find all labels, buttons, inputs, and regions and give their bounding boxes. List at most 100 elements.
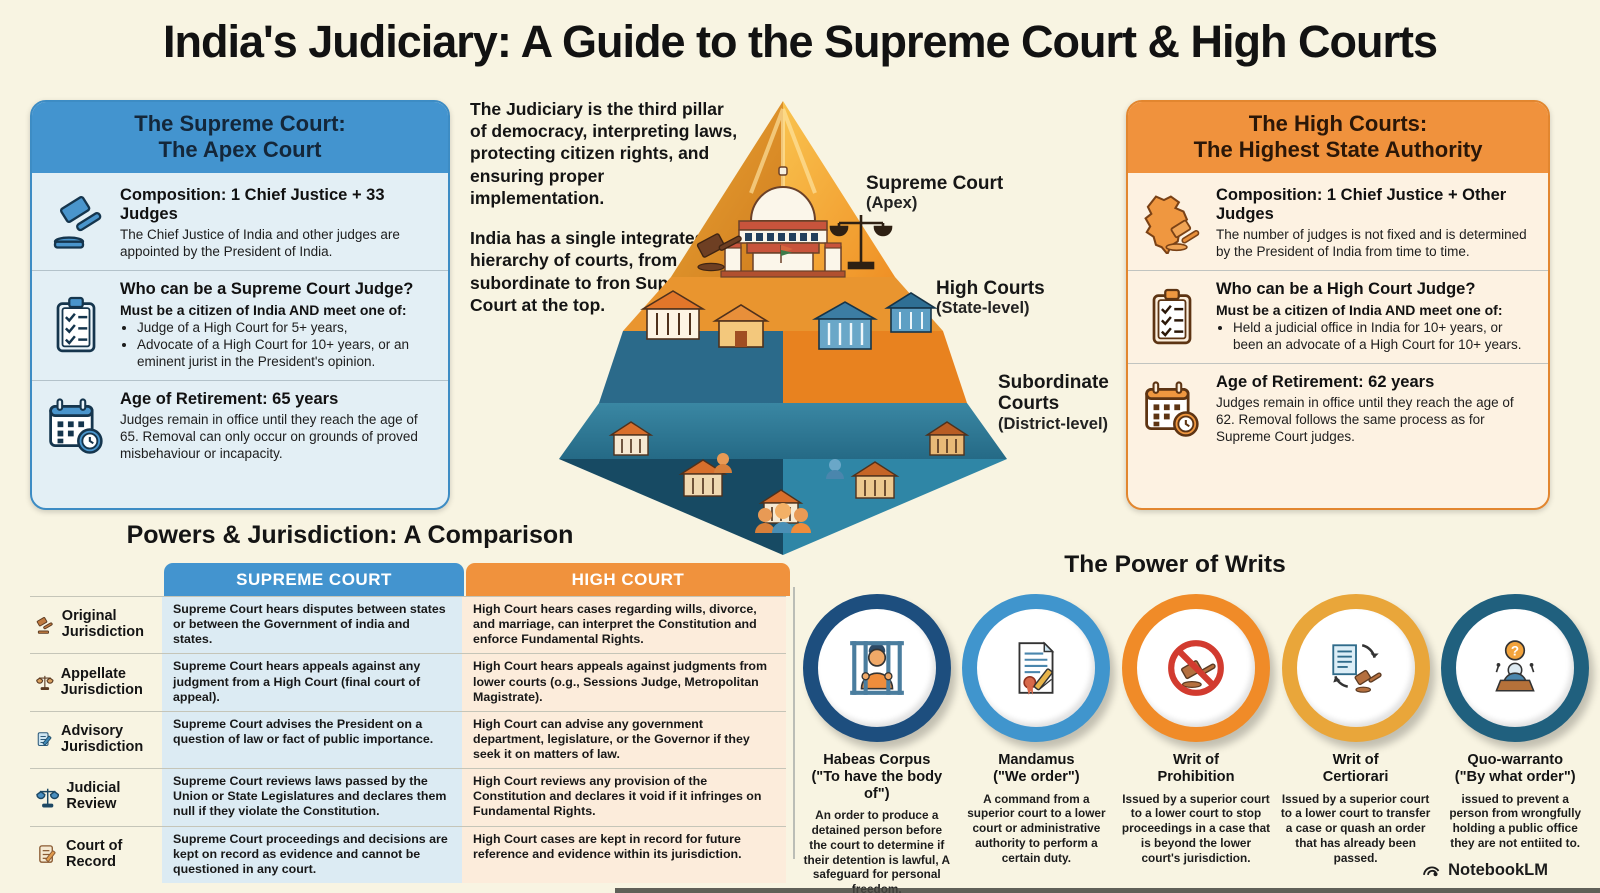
- level-sublabel: (Apex): [866, 194, 918, 213]
- bottom-edge-line: [615, 888, 1600, 893]
- section-heading: Who can be a Supreme Court Judge?: [120, 279, 414, 298]
- supreme-panel-body: Composition: 1 Chief Justice + 33 Judges…: [32, 173, 448, 476]
- writ-title: Writ of Certiorari: [1322, 752, 1389, 785]
- writ-title: Quo-warranto ("By what order"): [1454, 752, 1576, 785]
- high-cell: High Court hears appeals against judgmen…: [462, 654, 786, 711]
- intro-text: The Judiciary is the third pillar of dem…: [470, 98, 738, 334]
- supreme-court-panel: The Supreme Court: The Apex Court Compos…: [30, 100, 450, 510]
- supreme-eligibility-section: Who can be a Supreme Court Judge? Must b…: [32, 269, 448, 380]
- brand-text: NotebookLM: [1448, 861, 1548, 879]
- pyramid-label-subordinate-courts: Subordinate Courts (District-level): [998, 372, 1116, 433]
- comparison-header-row: SUPREME COURT HIGH COURT: [30, 563, 790, 596]
- table-row: Appellate Jurisdiction Supreme Court hea…: [30, 653, 786, 711]
- intro-paragraph-2: India has a single integrated hierarchy …: [470, 228, 712, 315]
- podium-question-icon: ?: [1495, 640, 1535, 692]
- writ-circle: [962, 594, 1111, 742]
- judiciary-pyramid-illustration: [545, 93, 1020, 561]
- high-cell: High Court can advise any government dep…: [462, 711, 786, 769]
- eligibility-bullets: Judge of a High Court for 5+ years, Advo…: [137, 320, 433, 371]
- writ-description: issued to prevent a person from wrongful…: [1449, 791, 1582, 850]
- table-row: Court of Record Supreme Court proceeding…: [30, 825, 786, 883]
- row-label-appellate-jurisdiction: Appellate Jurisdiction: [30, 654, 162, 710]
- row-label-judicial-review: Judicial Review: [30, 769, 162, 825]
- row-label-text: Advisory Jurisdiction: [61, 723, 144, 755]
- sealed-document-icon: [1018, 641, 1055, 695]
- high-court-column-header: HIGH COURT: [466, 563, 790, 596]
- high-panel-body: Composition: 1 Chief Justice + Other Jud…: [1128, 173, 1548, 459]
- writ-title: Habeas Corpus ("To have the body of"): [811, 752, 943, 802]
- bullet-item: Held a judicial office in India for 10+ …: [1233, 320, 1533, 354]
- gavel-silhouette-icon: [696, 233, 742, 272]
- writ-circle: [1281, 594, 1430, 742]
- notebooklm-brand: NotebookLM: [1421, 860, 1548, 881]
- high-cell: High Court hears cases regarding wills, …: [462, 597, 786, 654]
- row-label-text: Appellate Jurisdiction: [60, 665, 143, 698]
- level-label: Supreme Court: [866, 173, 1004, 194]
- section-heading: Age of Retirement: 65 years: [120, 389, 339, 408]
- supreme-cell: Supreme Court proceedings and decisions …: [162, 826, 462, 883]
- writ-card-habeas-corpus: Habeas Corpus ("To have the body of") An…: [802, 594, 952, 893]
- high-retirement-text: Age of Retirement: 62 years Judges remai…: [1216, 373, 1533, 446]
- level-label: High Courts: [936, 278, 1045, 299]
- calendar-clock-icon: [1141, 380, 1203, 438]
- comparison-heading: Powers & Jurisdiction: A Comparison: [126, 521, 574, 549]
- section-heading: Composition: 1 Chief Justice + Other Jud…: [1216, 185, 1507, 223]
- supreme-cell: Supreme Court hears appeals against any …: [162, 654, 462, 711]
- level-sublabel: (District-level): [998, 414, 1109, 433]
- high-cell: High Court reviews any provision of the …: [462, 769, 786, 826]
- header-spacer: [30, 563, 162, 596]
- row-label-text: Original Jurisdiction: [61, 608, 144, 641]
- writ-description: Issued by a superior court to a lower co…: [1280, 791, 1431, 865]
- row-label-original-jurisdiction: Original Jurisdiction: [30, 597, 162, 653]
- supreme-composition-text: Composition: 1 Chief Justice + 33 Judges…: [120, 186, 433, 261]
- question-mark-glyph: ?: [1511, 644, 1519, 659]
- writs-grid: Habeas Corpus ("To have the body of") An…: [802, 594, 1590, 893]
- transfer-document-icon: [1331, 644, 1382, 693]
- writ-title: Mandamus ("We order"): [993, 752, 1080, 785]
- checklist-icon: [45, 294, 107, 356]
- supreme-cell: Supreme Court advises the President on a…: [162, 711, 462, 769]
- writ-circle: [802, 594, 951, 742]
- section-subheading: Must be a citizen of India AND meet one …: [120, 301, 407, 318]
- level-label: Subordinate Courts: [998, 372, 1109, 415]
- notebooklm-logo-icon: [1423, 866, 1440, 877]
- supreme-panel-header: The Supreme Court: The Apex Court: [32, 102, 448, 173]
- writ-circle: ?: [1441, 594, 1590, 742]
- supreme-court-column-header: SUPREME COURT: [164, 563, 464, 596]
- pyramid-bottom-tier: [559, 403, 1007, 555]
- high-court-buildings: [640, 290, 938, 350]
- high-composition-section: Composition: 1 Chief Justice + Other Jud…: [1128, 177, 1548, 270]
- document-pen-icon: [37, 732, 52, 747]
- no-gavel-icon: [1168, 640, 1224, 696]
- comparison-table: SUPREME COURT HIGH COURT Original Jurisd…: [30, 563, 790, 883]
- high-courts-panel: The High Courts: The Highest State Autho…: [1126, 100, 1550, 510]
- writs-heading: The Power of Writs: [1064, 551, 1286, 578]
- india-flag-icon: [780, 245, 793, 263]
- high-panel-header: The High Courts: The Highest State Autho…: [1128, 102, 1548, 173]
- section-divider: [793, 587, 795, 859]
- subordinate-court-buildings: [608, 421, 970, 533]
- bullet-item: Judge of a High Court for 5+ years,: [137, 320, 433, 337]
- writ-card-mandamus: Mandamus ("We order") A command from a s…: [962, 594, 1112, 893]
- section-heading: Composition: 1 Chief Justice + 33 Judges: [120, 185, 385, 223]
- pyramid-label-high-courts: High Courts (State-level): [936, 278, 1116, 318]
- row-label-text: Judicial Review: [66, 780, 121, 813]
- scales-icon: [36, 788, 60, 808]
- scales-silhouette-icon: [829, 215, 893, 270]
- prisoner-icon: [849, 641, 904, 695]
- high-composition-text: Composition: 1 Chief Justice + Other Jud…: [1216, 186, 1533, 261]
- section-heading: Age of Retirement: 62 years: [1216, 373, 1435, 392]
- pyramid-middle-tier: [599, 277, 967, 403]
- writ-description: Issued by a superior court to a lower co…: [1121, 791, 1271, 865]
- writ-card-certiorari: Writ of Certiorari Issued by a superior …: [1281, 594, 1431, 893]
- high-eligibility-section: Who can be a High Court Judge? Must be a…: [1128, 269, 1548, 364]
- table-row: Advisory Jurisdiction Supreme Court advi…: [30, 710, 786, 769]
- section-body: Judges remain in office until they reach…: [120, 411, 418, 461]
- document-icon: [39, 845, 56, 864]
- section-body: The Chief Justice of India and other jud…: [120, 226, 400, 259]
- gavel-icon: [45, 195, 107, 251]
- india-map-gavel-icon: [1141, 192, 1203, 255]
- section-subheading: Must be a citizen of India AND meet one …: [1216, 301, 1503, 318]
- scales-icon: [36, 675, 54, 691]
